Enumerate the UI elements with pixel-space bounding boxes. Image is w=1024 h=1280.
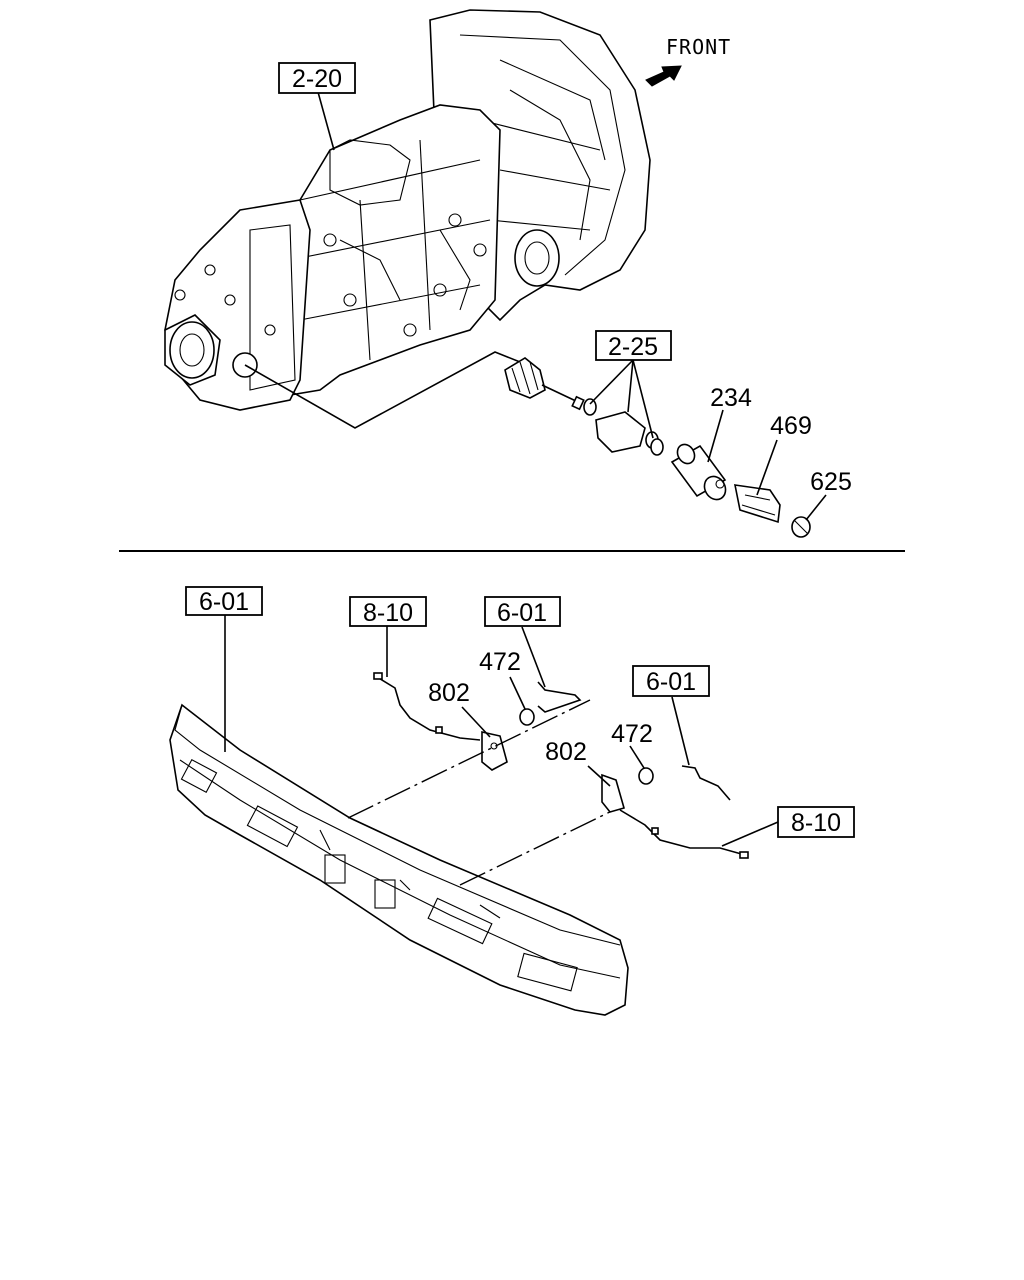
transmission-assembly	[164, 9, 651, 411]
front-arrow-icon	[645, 65, 682, 87]
speed-sensor-234	[670, 443, 727, 501]
svg-text:6-01: 6-01	[199, 588, 249, 616]
callout-8-10-right: 8-10	[777, 806, 855, 838]
callout-472-right: 472	[611, 720, 653, 748]
mounting-bracket-right	[681, 765, 731, 801]
sensor-harness-right	[619, 809, 749, 859]
front-label: FRONT	[666, 35, 731, 59]
svg-text:2-20: 2-20	[292, 65, 342, 93]
front-bumper-assembly	[169, 703, 629, 1016]
svg-text:6-01: 6-01	[646, 668, 696, 696]
callout-6-01-bracket-right: 6-01	[632, 665, 710, 697]
callout-802-left: 802	[428, 679, 470, 707]
callout-469: 469	[770, 412, 812, 440]
bracket-802-right	[601, 773, 625, 813]
mounting-bracket-left	[537, 681, 582, 713]
callout-6-01-bumper: 6-01	[185, 586, 263, 616]
sensor-cap-625	[791, 516, 811, 538]
sensor-harness-left	[373, 672, 481, 741]
svg-text:2-25: 2-25	[608, 333, 658, 361]
callout-234: 234	[710, 384, 752, 412]
svg-text:6-01: 6-01	[497, 599, 547, 627]
svg-text:8-10: 8-10	[363, 599, 413, 627]
speedometer-gear-parts	[504, 357, 664, 456]
svg-text:8-10: 8-10	[791, 809, 841, 837]
nut-472-left	[519, 708, 535, 726]
nut-472-right	[638, 767, 654, 785]
callout-2-25: 2-25	[595, 330, 672, 361]
front-direction-indicator: FRONT	[645, 35, 731, 87]
bracket-802-left	[481, 731, 508, 771]
sensor-clip-469	[733, 484, 781, 524]
callout-8-10-left: 8-10	[349, 596, 427, 627]
callout-802-right: 802	[545, 738, 587, 766]
callout-472-left: 472	[479, 648, 521, 676]
callout-625: 625	[810, 468, 852, 496]
callout-6-01-bracket-left: 6-01	[484, 596, 561, 627]
callout-2-20: 2-20	[278, 62, 356, 94]
